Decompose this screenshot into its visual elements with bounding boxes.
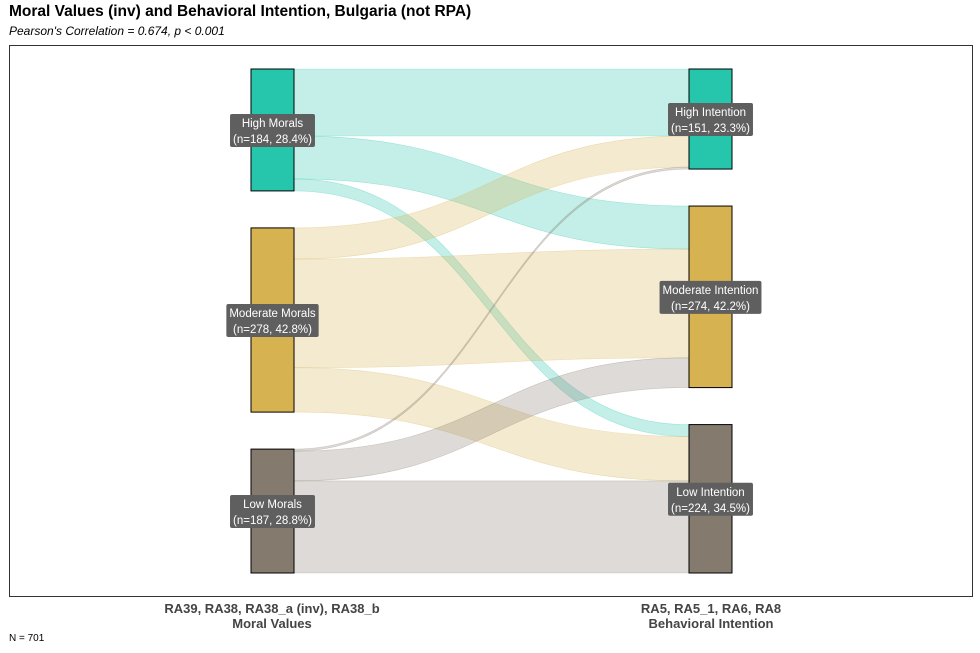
sample-size-caption: N = 701 bbox=[9, 633, 45, 644]
label-box-moderate_morals bbox=[226, 304, 319, 338]
label-count-high_morals: (n=184, 28.4%) bbox=[233, 134, 312, 146]
label-name-high_intention: High Intention bbox=[675, 107, 746, 119]
label-box-low_intention bbox=[668, 482, 753, 516]
label-moderate_morals: Moderate Morals (n=278, 42.8%) bbox=[226, 304, 319, 338]
right-axis-title: Behavioral Intention bbox=[648, 616, 774, 631]
label-count-low_intention: (n=224, 34.5%) bbox=[671, 503, 750, 515]
label-low_morals: Low Morals (n=187, 28.8%) bbox=[230, 495, 315, 529]
right-axis-variables: RA5, RA5_1, RA6, RA8 bbox=[640, 601, 782, 616]
label-name-high_morals: High Morals bbox=[242, 118, 304, 130]
chart-title: Moral Values (inv) and Behavioral Intent… bbox=[9, 3, 472, 20]
sankey-chart: High Morals (n=184, 28.4%) Moderate Morals… bbox=[226, 68, 762, 574]
chart-subtitle: Pearson's Correlation = 0.674, p < 0.001 bbox=[9, 24, 225, 38]
label-name-moderate_intention: Moderate Intention bbox=[663, 285, 759, 297]
left-axis-label: RA39, RA38, RA38_a (inv), RA38_b Moral V… bbox=[112, 601, 432, 631]
left-axis-title: Moral Values bbox=[232, 616, 312, 631]
label-box-low_morals bbox=[230, 495, 315, 529]
right-axis-label: RA5, RA5_1, RA6, RA8 Behavioral Intentio… bbox=[551, 601, 871, 631]
label-moderate_intention: Moderate Intention (n=274, 42.2%) bbox=[659, 280, 762, 314]
label-box-moderate_intention bbox=[659, 280, 762, 314]
flow-high_morals-to-high_intention bbox=[293, 68, 690, 137]
flow-low_morals-to-low_intention bbox=[293, 480, 690, 574]
label-count-moderate_intention: (n=274, 42.2%) bbox=[671, 301, 750, 313]
label-high_intention: High Intention (n=151, 23.3%) bbox=[668, 103, 753, 137]
label-box-high_morals bbox=[230, 113, 315, 147]
label-count-high_intention: (n=151, 23.3%) bbox=[671, 123, 750, 135]
flows-group bbox=[293, 68, 690, 574]
label-box-high_intention bbox=[668, 103, 753, 137]
label-name-moderate_morals: Moderate Morals bbox=[229, 308, 316, 320]
label-low_intention: Low Intention (n=224, 34.5%) bbox=[668, 482, 753, 516]
plot-frame bbox=[9, 45, 973, 597]
label-count-low_morals: (n=187, 28.8%) bbox=[233, 515, 312, 527]
left-axis-variables: RA39, RA38, RA38_a (inv), RA38_b bbox=[164, 601, 380, 616]
label-count-moderate_morals: (n=278, 42.8%) bbox=[233, 324, 312, 336]
label-name-low_morals: Low Morals bbox=[243, 499, 302, 511]
label-high_morals: High Morals (n=184, 28.4%) bbox=[230, 113, 315, 147]
label-name-low_intention: Low Intention bbox=[676, 487, 744, 499]
